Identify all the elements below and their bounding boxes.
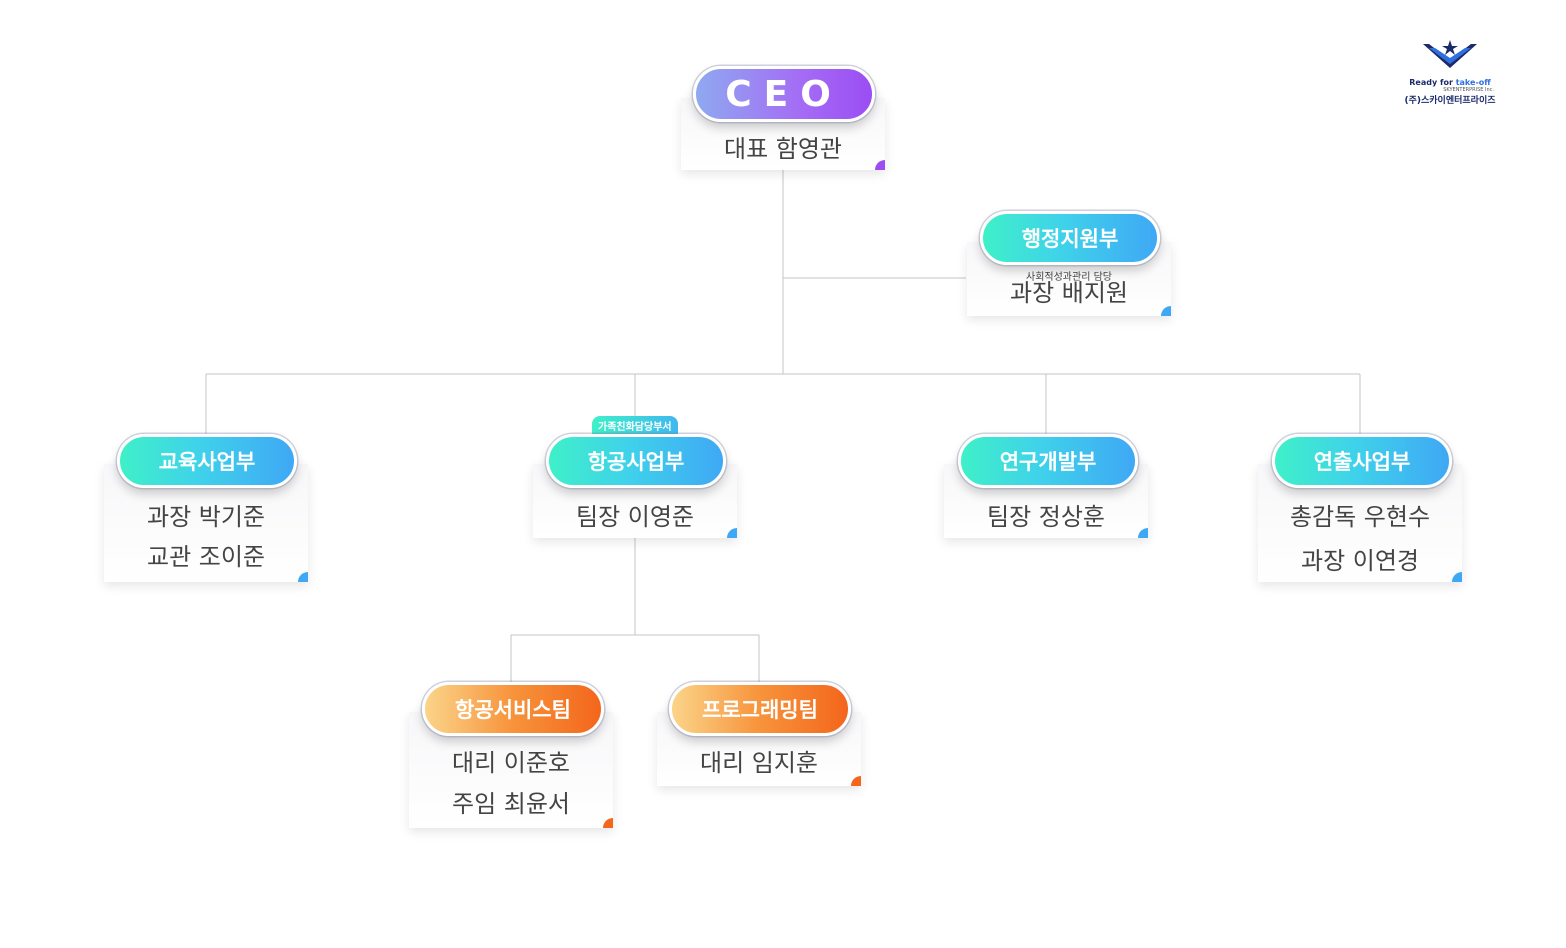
service-team-name-1: 대리 이준호 (451, 749, 571, 777)
logo-tagline: Ready for take-off (1409, 78, 1491, 87)
logo-sub: SKYENTERPRISE Inc. (1443, 87, 1494, 93)
directing-name-1: 총감독 우현수 (1289, 503, 1431, 531)
education-name-1: 과장 박기준 (146, 503, 266, 531)
education-title: 교육사업부 (158, 450, 256, 474)
programming-team-pill: 프로그래밍팀 (669, 682, 851, 736)
card-corner (1452, 572, 1462, 582)
card-corner (875, 160, 885, 170)
family-friendly-tag: 가족친화담당부서 (592, 416, 678, 435)
card-corner (1138, 528, 1148, 538)
directing-name-2: 과장 이연경 (1300, 547, 1420, 575)
ceo-pill: CEO (693, 66, 875, 122)
card-corner (727, 528, 737, 538)
programming-team-title: 프로그래밍팀 (702, 698, 818, 722)
service-team-name-2: 주임 최윤서 (451, 790, 571, 818)
service-team-pill: 항공서비스팀 (422, 682, 604, 736)
card-corner (851, 776, 861, 786)
card-corner (298, 572, 308, 582)
aviation-name: 팀장 이영준 (575, 503, 695, 531)
research-title: 연구개발부 (999, 450, 1097, 474)
programming-team-name: 대리 임지훈 (699, 749, 819, 777)
admin-title: 행정지원부 (1021, 227, 1119, 251)
aviation-title: 항공사업부 (587, 450, 685, 474)
education-name-2: 교관 조이준 (146, 543, 266, 571)
education-pill: 교육사업부 (117, 434, 297, 488)
card-corner (603, 818, 613, 828)
admin-name: 과장 배지원 (1009, 279, 1129, 307)
admin-note: 사회적성과관리 담당 (1026, 272, 1112, 283)
directing-pill: 연출사업부 (1272, 434, 1452, 488)
service-team-title: 항공서비스팀 (455, 698, 571, 722)
aviation-pill: 항공사업부 (546, 434, 726, 488)
ceo-name: 대표 함영관 (723, 135, 843, 163)
company-logo: Ready for take-off SKYENTERPRISE Inc. (주… (1400, 38, 1500, 106)
directing-title: 연출사업부 (1313, 450, 1411, 474)
logo-company-name: (주)스카이엔터프라이즈 (1404, 96, 1496, 106)
ceo-title: CEO (725, 73, 843, 115)
research-pill: 연구개발부 (958, 434, 1138, 488)
card-corner (1161, 306, 1171, 316)
winged-star-icon (1423, 40, 1477, 68)
research-name: 팀장 정상훈 (986, 503, 1106, 531)
admin-pill: 행정지원부 (980, 211, 1160, 265)
